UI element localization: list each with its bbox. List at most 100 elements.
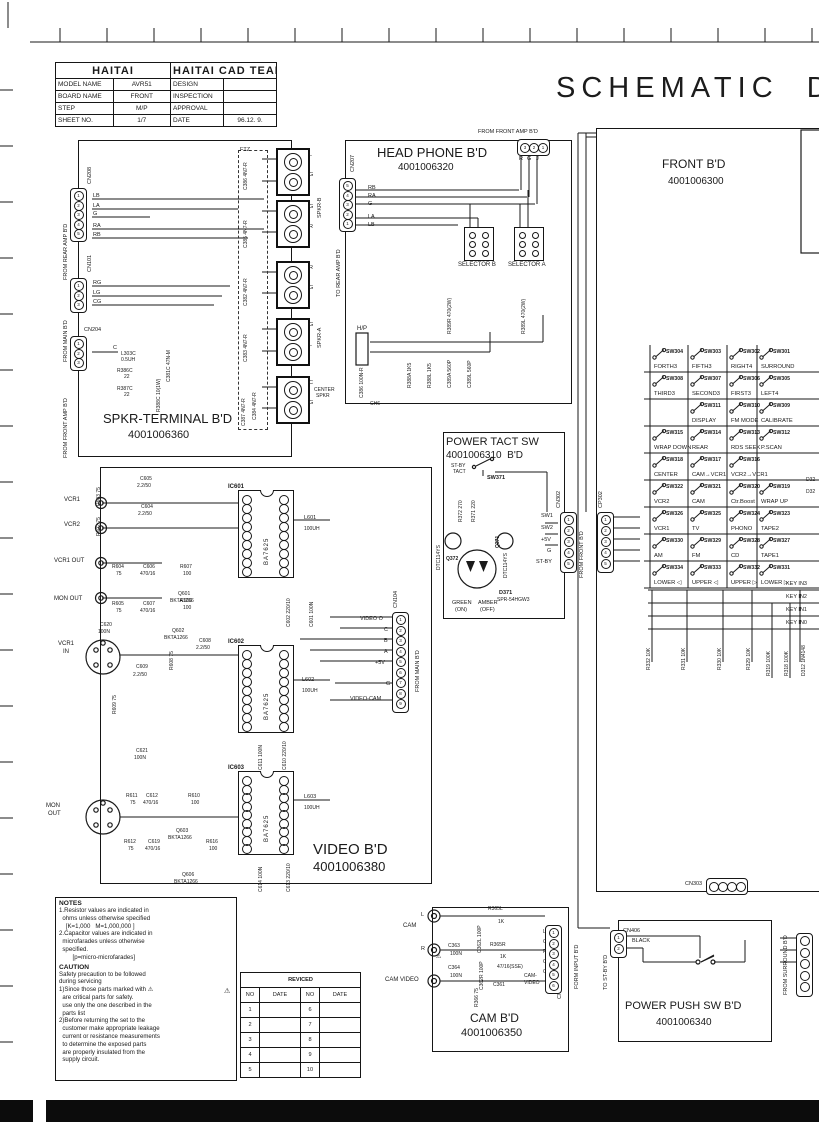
switch-id: SW326: [666, 511, 684, 517]
connector-pin: 9: [395, 699, 406, 709]
note-line: supply circuit.: [59, 1056, 100, 1064]
revision-cell: 6: [300, 1002, 320, 1018]
connector-pin: 2: [342, 209, 353, 220]
label-cam: G: [543, 939, 547, 945]
switch-symbol: [759, 510, 773, 522]
label-headphone: RB: [368, 185, 376, 191]
ic-notch: [260, 771, 274, 778]
ic-pin: [242, 844, 252, 854]
connector-pin: 7: [395, 678, 406, 688]
switch-symbol: [690, 348, 704, 360]
label-cam: 100N: [450, 973, 462, 979]
revision-cell: [319, 1017, 361, 1033]
revision-cell: 5: [240, 1062, 260, 1078]
ic-pin: [242, 722, 252, 732]
label-headphone: CH6: [370, 401, 381, 407]
label-spkr: C385 4N7-R: [243, 220, 249, 248]
revision-cell: [259, 1062, 301, 1078]
selector-contact: [482, 250, 489, 257]
terminal-signal: G: [309, 322, 314, 328]
connector-pin: 3: [548, 949, 559, 959]
connector-pin: 4: [73, 219, 84, 230]
label-video: Q602: [172, 628, 185, 634]
switch-function-label: SURROUND: [761, 364, 795, 370]
label-video: FROM MAIN B'D: [415, 650, 421, 692]
label-spkr: 4001006360: [128, 429, 190, 441]
label-front: KEY IN1: [786, 607, 807, 613]
switch-function-label: VCR2: [654, 499, 670, 505]
switch-function-label: CENTER: [654, 472, 678, 478]
label-video: 75: [116, 571, 122, 577]
switch-symbol: [729, 483, 743, 495]
label-headphone: C389L 560P: [467, 360, 473, 388]
label-spkr: LG: [93, 290, 101, 296]
label-spkr: 0.5UH: [121, 357, 136, 363]
label-video: MON OUT: [54, 596, 83, 602]
label-powertact: POWER TACT SW: [446, 436, 539, 448]
label-headphone: R388A 1K5: [407, 362, 413, 388]
terminal-signal: L: [309, 342, 313, 348]
label-cam: CAM B'D: [470, 1011, 519, 1025]
label-front: R319 100K: [766, 650, 772, 676]
terminal-ring: [284, 323, 302, 341]
label-spkr: C383 4N7-R: [243, 334, 249, 362]
ic-pin: [279, 567, 289, 577]
selector-contact: [519, 241, 526, 248]
revision-cell: 10: [300, 1062, 320, 1078]
label-spkr: FTZ: [240, 147, 251, 153]
board-power-push-sw: [618, 920, 772, 1042]
label-headphone: CN207: [350, 154, 356, 172]
label-powertact: SPR-54HGW3: [497, 597, 530, 603]
label-cam: R366 75: [474, 988, 480, 1007]
speaker-terminal: [276, 376, 310, 424]
switch-symbol: [729, 348, 743, 360]
ic-pin: [279, 844, 289, 854]
label-video: C605: [140, 476, 152, 482]
board-cam: [432, 907, 569, 1052]
label-video: BKTA1266: [174, 879, 198, 885]
revision-cell: [319, 1047, 361, 1063]
label-spkr: SPKR-TERMINAL B'D: [103, 411, 233, 426]
revision-cell: [259, 1002, 301, 1018]
label-spkr: SPKR: [316, 393, 330, 399]
label-spkr: CN208: [87, 166, 93, 184]
note-line: to determine the exposed parts: [59, 1040, 147, 1048]
switch-symbol: [652, 510, 666, 522]
title-block-cell: MODEL NAME: [55, 78, 114, 91]
label-spkr: C381C 47N-M: [166, 350, 172, 382]
label-cam: 47/16(SSE): [497, 964, 523, 970]
note-line: [K=1,000 M=1,000,000 ]: [59, 922, 135, 930]
selector-switch: [514, 227, 544, 261]
connector-pin: 3: [73, 358, 84, 368]
terminal-signal: G: [309, 172, 314, 178]
selector-contact: [532, 232, 539, 239]
switch-function-label: LOWER ▷: [761, 580, 789, 586]
switch-symbol: [759, 483, 773, 495]
terminal-signal: L: [309, 152, 313, 158]
label-video: C607: [143, 601, 155, 607]
label-headphone: SELECTOR B: [458, 262, 496, 268]
label-video: CN104: [393, 590, 399, 608]
note-line: ohms unless otherwise specified: [59, 914, 151, 922]
ic-pin: [279, 722, 289, 732]
label-front: R332 10K: [646, 647, 652, 670]
note-line: during servicing: [59, 978, 102, 986]
connector-pin: 4: [395, 646, 406, 657]
note-line: 1.Resistor values are indicated in: [59, 907, 149, 914]
label-video: MON: [46, 803, 60, 809]
switch-id: SW314: [704, 430, 722, 436]
connector-cp40x: [796, 933, 813, 997]
switch-function-label: PHONO: [731, 526, 753, 532]
switch-symbol: [652, 537, 666, 549]
label-video: R607: [180, 564, 192, 570]
revision-cell: [259, 1032, 301, 1048]
label-powertact: TACT: [453, 469, 466, 475]
connector-pin: 1: [600, 515, 611, 525]
terminal-ring: [284, 381, 302, 399]
